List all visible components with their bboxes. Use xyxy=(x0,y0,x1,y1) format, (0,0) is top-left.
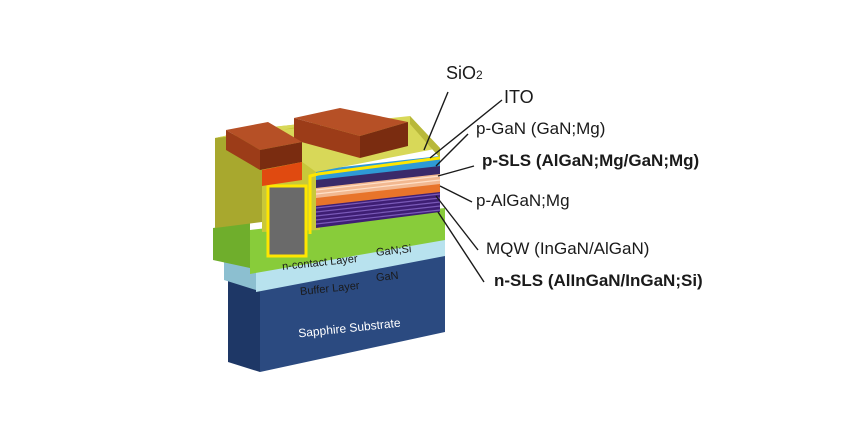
sapphire-substrate xyxy=(228,254,445,372)
label-sio2: SiO2 xyxy=(446,63,483,83)
label-p-sls: p-SLS (AlGaN;Mg/GaN;Mg) xyxy=(482,151,700,170)
n-contact-pad xyxy=(226,122,302,186)
label-n-sls: n-SLS (AlInGaN/InGaN;Si) xyxy=(494,271,703,290)
leader-lines xyxy=(423,91,503,283)
n-electrode xyxy=(266,184,308,258)
leader-pgan xyxy=(435,133,469,167)
leader-ito xyxy=(429,99,503,159)
label-mqw: MQW (InGaN/AlGaN) xyxy=(486,239,650,258)
label-p-algan: p-AlGaN;Mg xyxy=(476,191,570,210)
p-contact-pad xyxy=(294,108,408,158)
label-buffer-material: GaN xyxy=(375,269,400,285)
leader-sio2 xyxy=(423,91,449,151)
leader-palgan xyxy=(439,185,473,203)
label-ito: ITO xyxy=(504,87,534,107)
leader-psls xyxy=(437,165,475,177)
leader-nsls xyxy=(437,211,485,283)
label-p-gan: p-GaN (GaN;Mg) xyxy=(476,119,606,138)
leader-mqw xyxy=(435,195,479,251)
